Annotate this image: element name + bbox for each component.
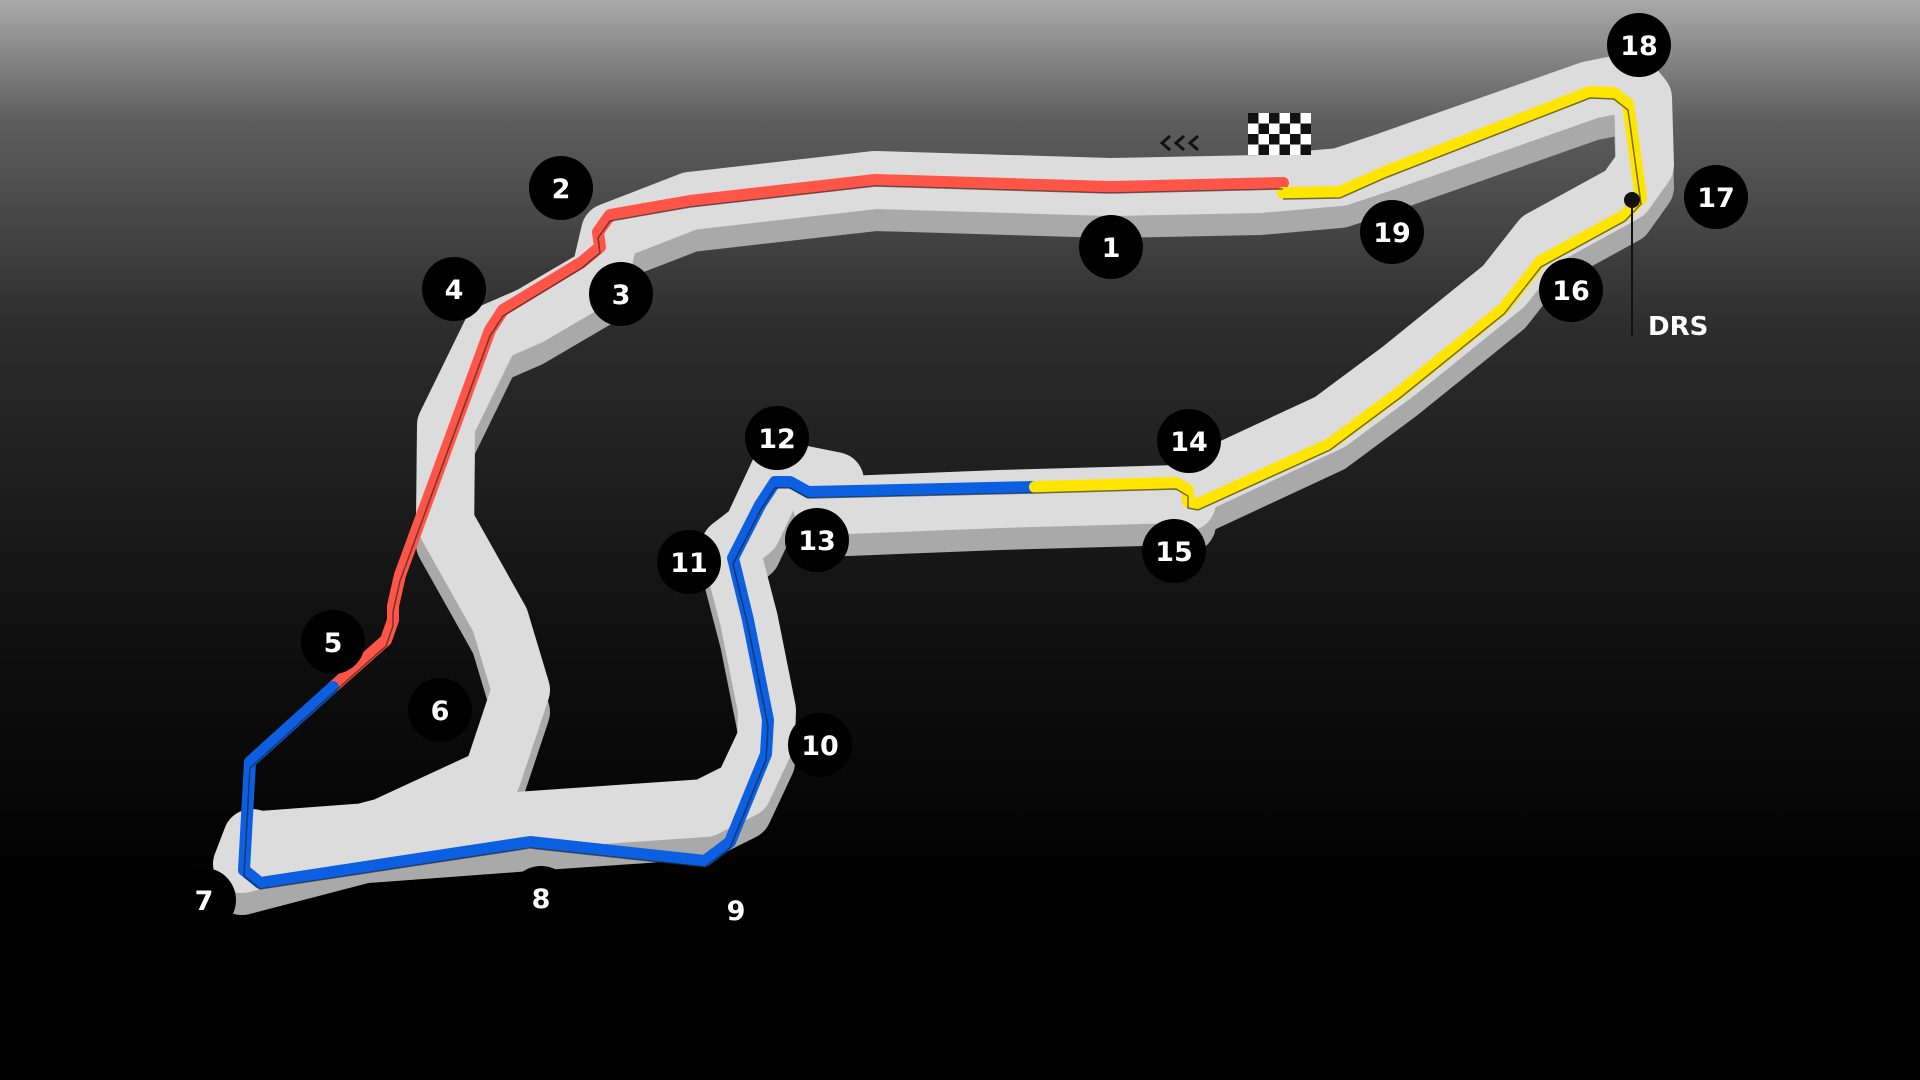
turn-marker-6: 6 bbox=[408, 678, 472, 742]
turn-marker-15: 15 bbox=[1142, 519, 1206, 583]
turn-marker-circle bbox=[172, 868, 236, 932]
checkered-flag-icon bbox=[1248, 113, 1311, 155]
turn-marker-circle bbox=[422, 257, 486, 321]
turn-marker-circle bbox=[785, 508, 849, 572]
direction-chevrons-icon bbox=[1159, 134, 1199, 152]
turn-number: 5 bbox=[324, 628, 343, 659]
turn-marker-14: 14 bbox=[1157, 409, 1221, 473]
turn-marker-circle bbox=[1157, 409, 1221, 473]
turn-marker-7: 7 bbox=[172, 868, 236, 932]
turn-marker-circle bbox=[657, 530, 721, 594]
turn-number: 18 bbox=[1620, 31, 1658, 62]
turn-marker-circle bbox=[1079, 215, 1143, 279]
turn-marker-2: 2 bbox=[529, 156, 593, 220]
turn-marker-circle bbox=[1360, 200, 1424, 264]
turn-number: 19 bbox=[1373, 218, 1411, 249]
turn-number: 8 bbox=[532, 884, 551, 915]
turn-marker-circle bbox=[745, 406, 809, 470]
track-kerb bbox=[213, 53, 1674, 893]
turn-marker-circle bbox=[1142, 519, 1206, 583]
turn-marker-9: 9 bbox=[704, 878, 768, 942]
turn-marker-17: 17 bbox=[1684, 165, 1748, 229]
turn-marker-circle bbox=[529, 156, 593, 220]
turn-marker-circle bbox=[509, 866, 573, 930]
turn-number: 17 bbox=[1697, 183, 1735, 214]
turn-marker-10: 10 bbox=[788, 713, 852, 777]
turn-number: 14 bbox=[1170, 427, 1208, 458]
turn-marker-11: 11 bbox=[657, 530, 721, 594]
turn-marker-12: 12 bbox=[745, 406, 809, 470]
turn-number: 3 bbox=[612, 280, 631, 311]
turn-marker-16: 16 bbox=[1539, 258, 1603, 322]
turn-number: 15 bbox=[1155, 537, 1193, 568]
turn-marker-circle bbox=[1684, 165, 1748, 229]
turn-number: 16 bbox=[1552, 276, 1590, 307]
turn-marker-19: 19 bbox=[1360, 200, 1424, 264]
turn-marker-circle bbox=[788, 713, 852, 777]
turn-marker-8: 8 bbox=[509, 866, 573, 930]
turn-marker-5: 5 bbox=[301, 610, 365, 674]
turn-marker-circle bbox=[704, 878, 768, 942]
drs-zone-marker: DRS bbox=[1624, 192, 1708, 342]
turn-number: 1 bbox=[1102, 233, 1121, 264]
turn-marker-circle bbox=[589, 262, 653, 326]
turn-number: 12 bbox=[758, 424, 796, 455]
turn-marker-circle bbox=[1607, 13, 1671, 77]
track-centre-line bbox=[243, 97, 1642, 890]
turn-marker-4: 4 bbox=[422, 257, 486, 321]
turn-marker-13: 13 bbox=[785, 508, 849, 572]
turn-marker-18: 18 bbox=[1607, 13, 1671, 77]
turn-number: 11 bbox=[670, 548, 708, 579]
turn-number: 2 bbox=[552, 174, 571, 205]
turn-number: 4 bbox=[445, 275, 464, 306]
turn-number: 7 bbox=[195, 886, 214, 917]
turn-marker-circle bbox=[1539, 258, 1603, 322]
turn-number: 13 bbox=[798, 526, 836, 557]
turn-number: 10 bbox=[801, 731, 839, 762]
turn-marker-circle bbox=[408, 678, 472, 742]
turn-number: 9 bbox=[727, 896, 746, 927]
turn-marker-3: 3 bbox=[589, 262, 653, 326]
drs-label: DRS bbox=[1648, 312, 1708, 342]
turn-marker-1: 1 bbox=[1079, 215, 1143, 279]
turn-marker-circle bbox=[301, 610, 365, 674]
turn-number: 6 bbox=[431, 696, 450, 727]
